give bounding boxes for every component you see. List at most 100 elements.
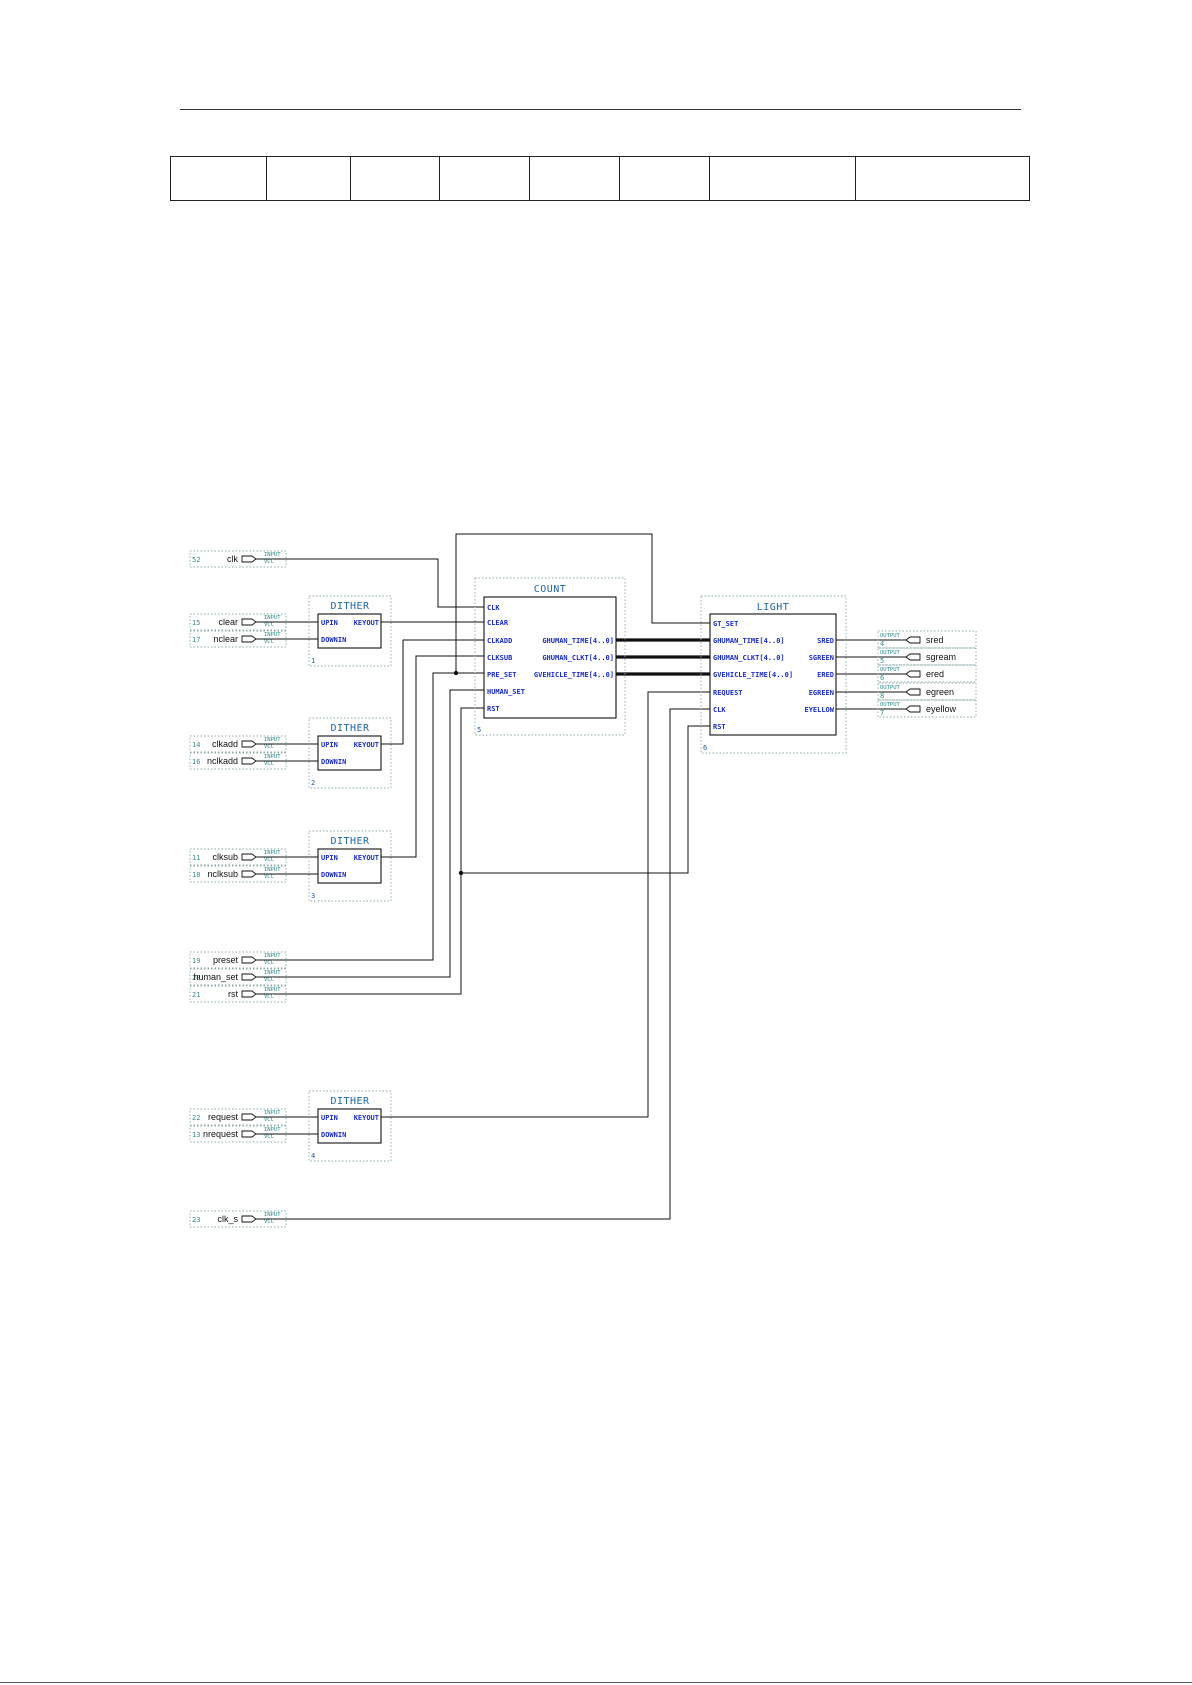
svg-text:INPUT: INPUT xyxy=(264,754,281,760)
count-block: COUNT CLK CLEAR CLKADD CLKSUB PRE_SET HU… xyxy=(474,577,626,736)
svg-text:DOWNIN: DOWNIN xyxy=(321,1131,346,1139)
svg-text:15: 15 xyxy=(192,619,200,627)
junction-dot xyxy=(458,870,464,876)
svg-text:INPUT: INPUT xyxy=(264,1127,281,1133)
svg-text:nclear: nclear xyxy=(213,634,238,644)
input-pin: 52 clk INPUT VCC xyxy=(189,550,287,568)
input-pin: 11 clksub INPUT VCC xyxy=(189,848,318,866)
svg-text:nrequest: nrequest xyxy=(203,1129,239,1139)
svg-text:clkadd: clkadd xyxy=(212,739,238,749)
svg-text:VCC: VCC xyxy=(264,559,274,565)
svg-text:19: 19 xyxy=(192,957,200,965)
svg-text:clk_s: clk_s xyxy=(217,1214,238,1224)
svg-text:INPUT: INPUT xyxy=(264,987,281,993)
svg-text:ERED: ERED xyxy=(817,671,834,679)
svg-text:UPIN: UPIN xyxy=(321,741,338,749)
page-footer-rule xyxy=(0,1682,1192,1683)
svg-text:eyellow: eyellow xyxy=(926,704,957,714)
svg-text:VCC: VCC xyxy=(264,874,274,880)
svg-text:GVEHICLE_TIME[4..0]: GVEHICLE_TIME[4..0] xyxy=(534,671,614,679)
svg-text:request: request xyxy=(208,1112,239,1122)
junction-dot xyxy=(453,670,459,676)
svg-text:INPUT: INPUT xyxy=(264,1212,281,1218)
svg-text:GHUMAN_CLKT[4..0]: GHUMAN_CLKT[4..0] xyxy=(542,654,614,662)
wire-request xyxy=(381,691,710,1118)
wires xyxy=(270,533,906,1220)
svg-text:CLKADD: CLKADD xyxy=(487,637,512,645)
wire-clk xyxy=(270,558,484,608)
input-pin: 20 human_set INPUT VCC xyxy=(189,968,287,986)
input-pin: 15 clear INPUT VCC xyxy=(189,613,318,631)
svg-text:ered: ered xyxy=(926,669,944,679)
input-pin: 13 nrequest INPUT VCC xyxy=(189,1125,318,1143)
input-pin: 14 clkadd INPUT VCC xyxy=(189,735,318,753)
svg-text:17: 17 xyxy=(192,636,200,644)
svg-text:INPUT: INPUT xyxy=(264,615,281,621)
svg-text:5: 5 xyxy=(477,726,481,734)
svg-text:EGREEN: EGREEN xyxy=(809,689,834,697)
svg-text:human_set: human_set xyxy=(193,972,238,982)
svg-text:8: 8 xyxy=(880,692,884,700)
input-pin: 21 rst INPUT VCC xyxy=(189,985,287,1003)
svg-text:VCC: VCC xyxy=(264,1219,274,1225)
dither-block: DITHER UPIN DOWNIN KEYOUT 2 xyxy=(308,717,392,789)
svg-text:52: 52 xyxy=(192,556,200,564)
svg-text:sred: sred xyxy=(926,635,944,645)
svg-text:INPUT: INPUT xyxy=(264,1110,281,1116)
svg-text:VCC: VCC xyxy=(264,857,274,863)
svg-text:VCC: VCC xyxy=(264,1117,274,1123)
svg-text:6: 6 xyxy=(880,674,884,682)
svg-text:INPUT: INPUT xyxy=(264,737,281,743)
header-cell xyxy=(855,156,1030,201)
svg-text:DOWNIN: DOWNIN xyxy=(321,758,346,766)
svg-text:SRED: SRED xyxy=(817,637,834,645)
svg-text:6: 6 xyxy=(703,744,707,752)
svg-text:7: 7 xyxy=(880,709,884,717)
svg-text:GHUMAN_TIME[4..0]: GHUMAN_TIME[4..0] xyxy=(542,637,614,645)
svg-text:sgream: sgream xyxy=(926,652,956,662)
svg-text:KEYOUT: KEYOUT xyxy=(354,741,379,749)
svg-text:DOWNIN: DOWNIN xyxy=(321,636,346,644)
dither-block: DITHER UPIN DOWNIN KEYOUT 3 xyxy=(308,830,392,902)
wire-human-set xyxy=(270,689,484,978)
svg-text:4: 4 xyxy=(311,1152,315,1160)
svg-text:13: 13 xyxy=(192,1131,200,1139)
svg-text:UPIN: UPIN xyxy=(321,619,338,627)
svg-text:nclksub: nclksub xyxy=(207,869,238,879)
svg-text:GHUMAN_TIME[4..0]: GHUMAN_TIME[4..0] xyxy=(713,637,785,645)
svg-text:CLK: CLK xyxy=(487,604,500,612)
output-pin: OUTPUT 6 ered xyxy=(877,664,977,683)
input-pin: 19 preset INPUT VCC xyxy=(189,951,287,969)
header-cell xyxy=(350,156,440,201)
svg-text:DITHER: DITHER xyxy=(330,601,370,612)
header-cell xyxy=(709,156,856,201)
svg-text:DITHER: DITHER xyxy=(330,1096,370,1107)
svg-text:11: 11 xyxy=(192,854,200,862)
wire-rst xyxy=(270,707,484,995)
svg-text:INPUT: INPUT xyxy=(264,953,281,959)
svg-text:nclkadd: nclkadd xyxy=(207,756,238,766)
svg-text:16: 16 xyxy=(192,758,200,766)
svg-text:KEYOUT: KEYOUT xyxy=(354,1114,379,1122)
svg-text:2: 2 xyxy=(311,779,315,787)
svg-text:DITHER: DITHER xyxy=(330,723,370,734)
svg-text:18: 18 xyxy=(192,871,200,879)
wire-clkadd xyxy=(381,639,484,745)
svg-text:VCC: VCC xyxy=(264,622,274,628)
svg-text:KEYOUT: KEYOUT xyxy=(354,854,379,862)
svg-text:REQUEST: REQUEST xyxy=(713,689,743,697)
light-block: LIGHT GT_SET GHUMAN_TIME[4..0] GHUMAN_CL… xyxy=(700,595,847,754)
svg-text:OUTPUT: OUTPUT xyxy=(880,667,901,673)
svg-text:HUMAN_SET: HUMAN_SET xyxy=(487,688,525,696)
svg-text:UPIN: UPIN xyxy=(321,854,338,862)
wire-preset xyxy=(270,672,484,961)
svg-text:DITHER: DITHER xyxy=(330,836,370,847)
svg-text:egreen: egreen xyxy=(926,687,954,697)
svg-text:3: 3 xyxy=(311,892,315,900)
wire-clksub xyxy=(381,655,484,858)
svg-text:21: 21 xyxy=(192,991,200,999)
svg-text:RST: RST xyxy=(487,705,500,713)
header-cell xyxy=(619,156,710,201)
svg-text:VCC: VCC xyxy=(264,994,274,1000)
output-pin: OUTPUT 5 sgream xyxy=(877,647,977,666)
